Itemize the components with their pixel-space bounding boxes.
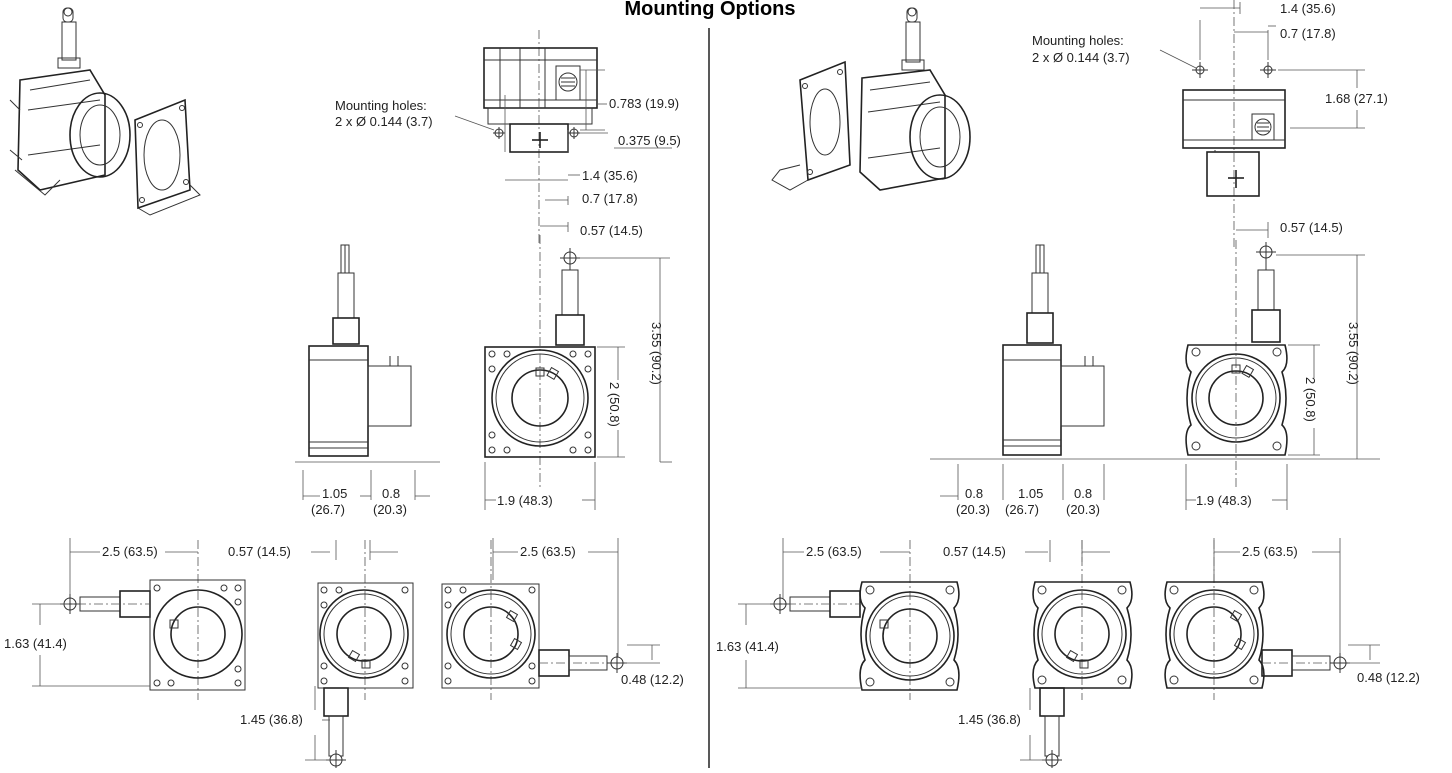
right-dim-08r-a: 0.8: [1074, 486, 1092, 501]
left-dim-25-right: 2.5 (63.5): [520, 544, 576, 559]
left-dim-07: 0.7 (17.8): [582, 191, 638, 206]
left-mounting-holes-label-2: 2 x Ø 0.144 (3.7): [335, 114, 433, 129]
right-dim-07: 0.7 (17.8): [1280, 26, 1336, 41]
right-dim-19: 1.9 (48.3): [1196, 493, 1252, 508]
left-dim-057-bottom: 0.57 (14.5): [228, 544, 291, 559]
left-dim-0375: 0.375 (9.5): [618, 133, 681, 148]
left-dim-0783: 0.783 (19.9): [609, 96, 679, 111]
right-isometric-sensor: [859, 7, 971, 191]
right-bottom-view-b: [1032, 540, 1133, 768]
right-mounting-holes-label-1: Mounting holes:: [1032, 33, 1124, 48]
left-bottom-view-c: [441, 540, 627, 700]
right-dim-168: 1.68 (27.1): [1325, 91, 1388, 106]
right-dim-08l-a: 0.8: [965, 486, 983, 501]
left-panel: Mounting holes: 2 x Ø 0.144 (3.7) 0.783 …: [4, 7, 684, 768]
left-dim-105-a: 1.05: [322, 486, 347, 501]
left-dim-2: 2 (50.8): [607, 382, 622, 427]
left-dim-145: 1.45 (36.8): [240, 712, 303, 727]
right-dim-25-left: 2.5 (63.5): [806, 544, 862, 559]
left-mounting-holes-label-1: Mounting holes:: [335, 98, 427, 113]
right-panel: Mounting holes: 2 x Ø 0.144 (3.7): [716, 0, 1420, 768]
left-dim-08-b: (20.3): [373, 502, 407, 517]
right-dim-2: 2 (50.8): [1303, 377, 1318, 422]
right-dim-25-right: 2.5 (63.5): [1242, 544, 1298, 559]
left-dim-19: 1.9 (48.3): [497, 493, 553, 508]
right-isometric-bracket: [771, 60, 851, 191]
page-title: Mounting Options: [624, 0, 795, 20]
right-top-view: [1182, 0, 1286, 250]
right-front-view: [1185, 240, 1288, 490]
left-dim-163: 1.63 (41.4): [4, 636, 67, 651]
left-bottom-view-b: [317, 540, 414, 768]
left-front-view: [484, 235, 596, 490]
right-bottom-view-c: [1164, 540, 1350, 700]
right-dim-057: 0.57 (14.5): [1280, 220, 1343, 235]
right-dim-163: 1.63 (41.4): [716, 639, 779, 654]
left-dim-057: 0.57 (14.5): [580, 223, 643, 238]
right-dim-105-b: (26.7): [1005, 502, 1039, 517]
right-side-view: [1002, 244, 1105, 456]
right-dim-145: 1.45 (36.8): [958, 712, 1021, 727]
right-dim-048: 0.48 (12.2): [1357, 670, 1420, 685]
right-dim-355: 3.55 (90.2): [1346, 322, 1361, 385]
left-dim-14: 1.4 (35.6): [582, 168, 638, 183]
left-dim-355: 3.55 (90.2): [649, 322, 664, 385]
right-dim-08l-b: (20.3): [956, 502, 990, 517]
right-dim-08r-b: (20.3): [1066, 502, 1100, 517]
right-dim-057-bottom: 0.57 (14.5): [943, 544, 1006, 559]
right-dim-14: 1.4 (35.6): [1280, 1, 1336, 16]
left-dim-105-b: (26.7): [311, 502, 345, 517]
left-top-view: [483, 30, 598, 245]
right-dim-105-a: 1.05: [1018, 486, 1043, 501]
left-flat-plate: [134, 98, 201, 216]
left-dim-08-a: 0.8: [382, 486, 400, 501]
left-bottom-view-a: [60, 540, 246, 700]
left-dim-25-left: 2.5 (63.5): [102, 544, 158, 559]
left-dim-048: 0.48 (12.2): [621, 672, 684, 687]
left-side-view: [295, 244, 440, 463]
right-mounting-holes-label-2: 2 x Ø 0.144 (3.7): [1032, 50, 1130, 65]
left-isometric-sensor: [9, 7, 131, 196]
right-bottom-view-a: [770, 540, 960, 700]
